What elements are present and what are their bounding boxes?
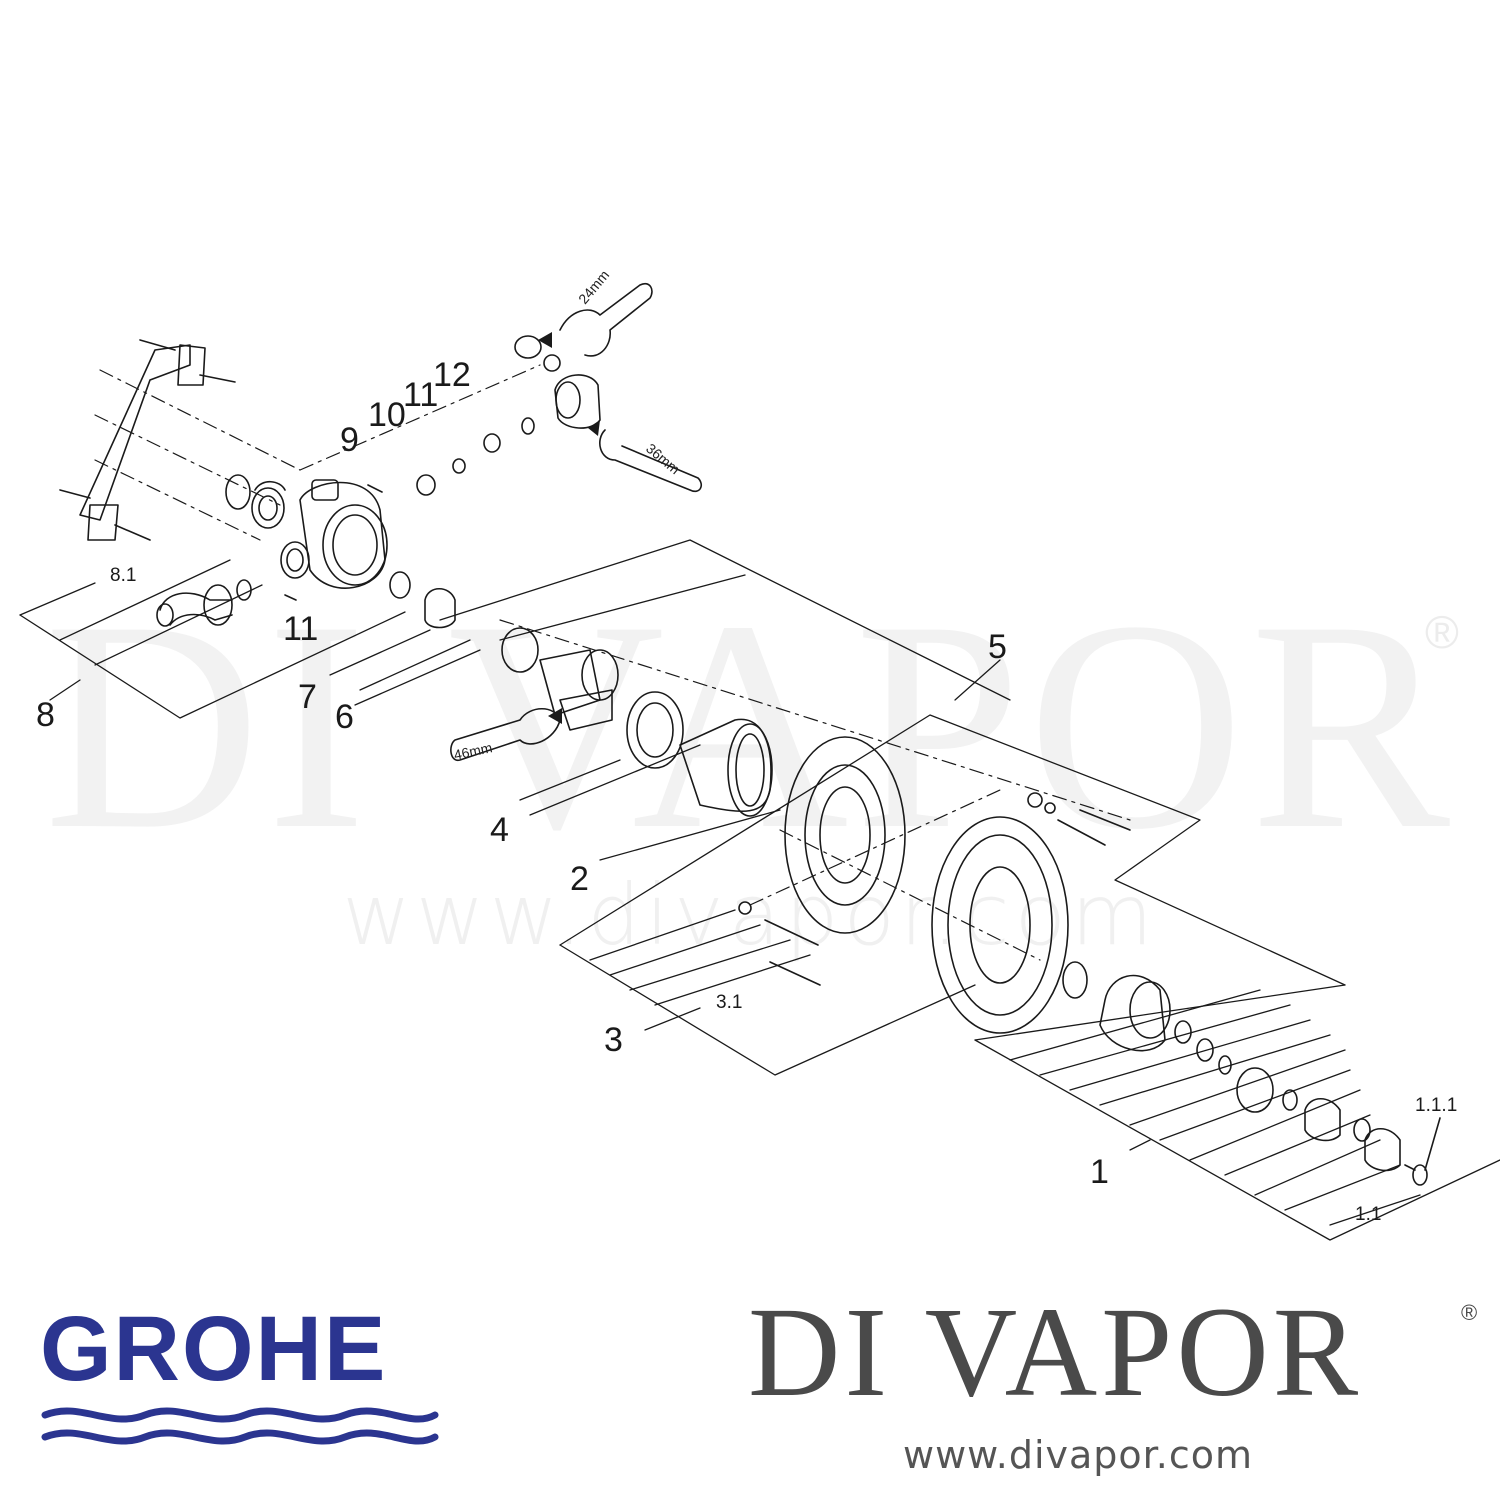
back-plate xyxy=(784,736,906,934)
callout-1: 1 xyxy=(1090,1153,1109,1191)
callout-3-1: 3.1 xyxy=(716,992,743,1013)
cartridge-assembly xyxy=(389,571,619,731)
grohe-wordmark: GROHE xyxy=(40,1298,388,1400)
spanner-36mm xyxy=(599,429,702,493)
callout-sheet-7-6 xyxy=(329,629,481,706)
inlet-seals xyxy=(225,474,286,529)
callout-10: 10 xyxy=(368,396,406,434)
cover-rosette xyxy=(931,816,1069,1034)
tool-size-46mm: 46mm xyxy=(452,739,493,763)
assembly-axis-lines xyxy=(94,364,1131,961)
wall-bracket xyxy=(59,339,236,541)
callout-12: 12 xyxy=(433,356,471,394)
callout-11-lower: 11 xyxy=(283,610,319,648)
valve-screws xyxy=(284,484,383,601)
tool-size-24mm: 24mm xyxy=(575,267,612,307)
callout-sheet-3 xyxy=(559,714,1346,1076)
callout-8-1: 8.1 xyxy=(110,565,137,586)
spanner-24mm xyxy=(559,282,653,357)
callout-sheet-2-4 xyxy=(519,744,781,861)
callout-1-1: 1.1 xyxy=(1355,1204,1382,1225)
callout-9: 9 xyxy=(340,421,359,459)
small-parts-row xyxy=(416,417,535,496)
divapor-registered-mark: ® xyxy=(1461,1300,1478,1325)
callout-sheet-1 xyxy=(974,984,1500,1241)
tool-size-36mm: 36mm xyxy=(643,440,683,477)
callout-sheet-5 xyxy=(439,539,1011,701)
callout-6: 6 xyxy=(335,698,354,736)
tool-arrows xyxy=(538,332,600,724)
spanner-46mm xyxy=(450,707,561,762)
ring-and-sleeve xyxy=(626,691,773,817)
callout-sheet-8 xyxy=(19,559,406,719)
callout-1-1-1: 1.1.1 xyxy=(1415,1095,1458,1116)
watermark-registered-mark: ® xyxy=(1425,606,1459,658)
watermark-url: www.divapor.com xyxy=(342,866,1158,964)
callout-3: 3 xyxy=(604,1021,623,1059)
callout-8: 8 xyxy=(36,696,55,734)
divapor-url: www.divapor.com xyxy=(903,1433,1254,1477)
grohe-waves-icon xyxy=(41,1407,439,1445)
callout-2: 2 xyxy=(570,860,589,898)
valve-body xyxy=(280,479,388,589)
divapor-logo: DI VAPOR ® www.divapor.com xyxy=(748,1288,1488,1488)
elbow-connector xyxy=(156,579,252,627)
top-fittings xyxy=(514,335,601,429)
callout-5: 5 xyxy=(988,628,1007,666)
divapor-wordmark: DI VAPOR xyxy=(748,1281,1363,1423)
grohe-logo: GROHE xyxy=(40,1303,440,1463)
mounting-screws xyxy=(738,792,1131,986)
handle-assembly xyxy=(1062,961,1441,1186)
callout-11-upper: 11 xyxy=(403,376,439,414)
callout-4: 4 xyxy=(490,811,509,849)
callout-7: 7 xyxy=(298,678,317,716)
